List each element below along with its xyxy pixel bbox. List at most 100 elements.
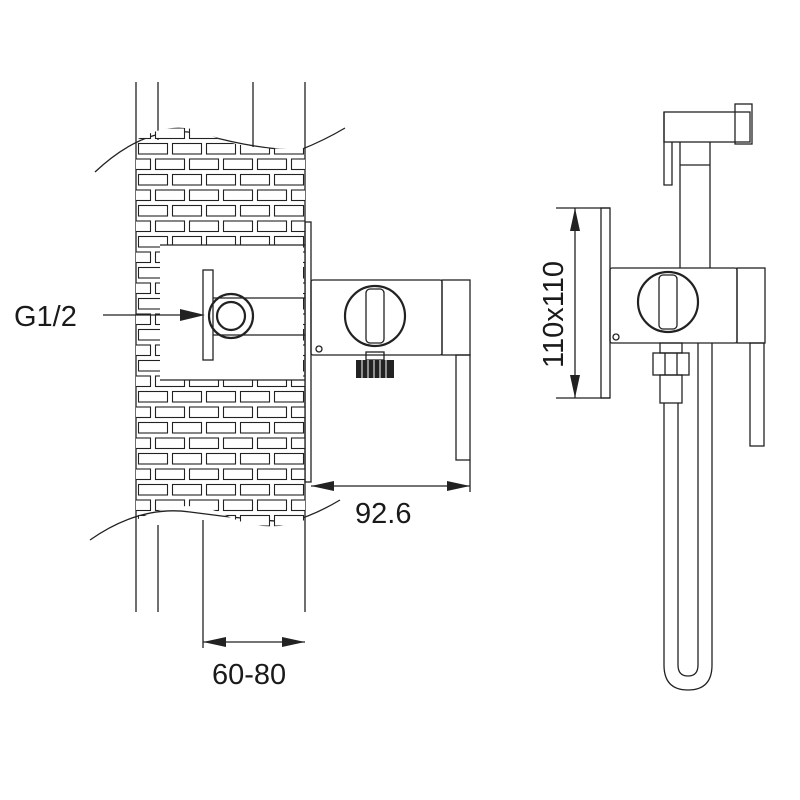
- brick: [258, 531, 287, 542]
- brick: [222, 437, 254, 450]
- depth-label: 92.6: [355, 498, 411, 530]
- brick: [136, 344, 152, 357]
- brick: [290, 375, 305, 388]
- brick: [188, 220, 220, 233]
- outlet-thread: [356, 360, 394, 378]
- mixer-screw: [315, 345, 323, 353]
- spray-head-trigger: [663, 112, 673, 186]
- hose-ferrule: [659, 374, 683, 404]
- brick: [256, 437, 288, 450]
- brick: [239, 204, 271, 217]
- brick: [173, 113, 202, 124]
- brick: [239, 514, 271, 527]
- hose-inner: [677, 343, 699, 677]
- brick: [256, 499, 288, 512]
- brick: [273, 390, 305, 403]
- depth-arrow-left: [311, 481, 334, 491]
- brick: [207, 113, 236, 124]
- brick: [171, 483, 203, 496]
- brick: [137, 390, 169, 403]
- brick: [205, 390, 237, 403]
- spray-holder: [679, 142, 711, 268]
- plate-arrow-bottom: [570, 375, 580, 398]
- brick: [105, 175, 134, 186]
- brick: [137, 514, 169, 527]
- brick: [256, 406, 288, 419]
- brick: [273, 514, 305, 527]
- brick: [188, 189, 220, 202]
- brick: [205, 173, 237, 186]
- hose-outer: [663, 343, 713, 691]
- brick: [171, 204, 203, 217]
- hose-nut-hex: [652, 352, 690, 376]
- brick: [137, 142, 169, 155]
- brick: [136, 313, 152, 326]
- brick: [154, 499, 186, 512]
- outlet-nut: [365, 351, 385, 361]
- lever-handle-front: [749, 342, 765, 447]
- brick: [154, 406, 186, 419]
- brick: [105, 113, 134, 124]
- brick: [188, 499, 220, 512]
- break-line-bottom: [89, 499, 341, 541]
- brick: [137, 421, 169, 434]
- break-line-top: [94, 127, 346, 173]
- brick: [188, 406, 220, 419]
- brick: [273, 204, 305, 217]
- brick: [136, 375, 152, 388]
- brick: [171, 421, 203, 434]
- brick: [290, 158, 305, 171]
- brick: [239, 142, 271, 155]
- brick: [205, 421, 237, 434]
- brick: [154, 220, 186, 233]
- brick: [273, 452, 305, 465]
- thread-leader-arrow: [180, 309, 205, 321]
- thread-inlet-outer: [207, 292, 255, 340]
- brick: [239, 390, 271, 403]
- brick: [205, 142, 237, 155]
- brick: [105, 299, 134, 310]
- brick: [239, 173, 271, 186]
- brick: [273, 142, 305, 155]
- brick: [136, 251, 152, 264]
- wall-arrow-right: [282, 637, 305, 647]
- mixer-body: [310, 279, 443, 356]
- brick: [239, 483, 271, 496]
- lever-hub-front: [736, 267, 766, 344]
- brick: [188, 468, 220, 481]
- brick: [290, 499, 305, 512]
- brick: [290, 127, 305, 140]
- brick: [273, 173, 305, 186]
- brick: [222, 189, 254, 202]
- thread-inlet-inner: [215, 300, 247, 332]
- brick: [239, 421, 271, 434]
- brick: [136, 158, 152, 171]
- diverter-knob-front-grip: [658, 274, 678, 330]
- brick: [171, 452, 203, 465]
- brick: [256, 189, 288, 202]
- brick: [275, 113, 304, 124]
- brick: [241, 113, 270, 124]
- brick: [222, 499, 254, 512]
- brick: [205, 452, 237, 465]
- wall-arrow-left: [203, 637, 226, 647]
- brick: [256, 127, 288, 140]
- brick: [256, 158, 288, 171]
- diverter-knob-front: [636, 270, 700, 334]
- brick: [136, 282, 152, 295]
- brick: [256, 468, 288, 481]
- brick: [222, 406, 254, 419]
- brick: [105, 516, 134, 527]
- cover-plate-side: [304, 221, 312, 483]
- brick: [136, 406, 152, 419]
- cover-plate-front: [600, 207, 611, 399]
- mixer-side-view: 92.6 60-80: [203, 221, 471, 691]
- brick: [137, 483, 169, 496]
- brick: [190, 531, 219, 542]
- brick: [222, 468, 254, 481]
- brick: [171, 514, 203, 527]
- brick: [105, 485, 134, 496]
- wall-range-label: 60-80: [212, 659, 286, 691]
